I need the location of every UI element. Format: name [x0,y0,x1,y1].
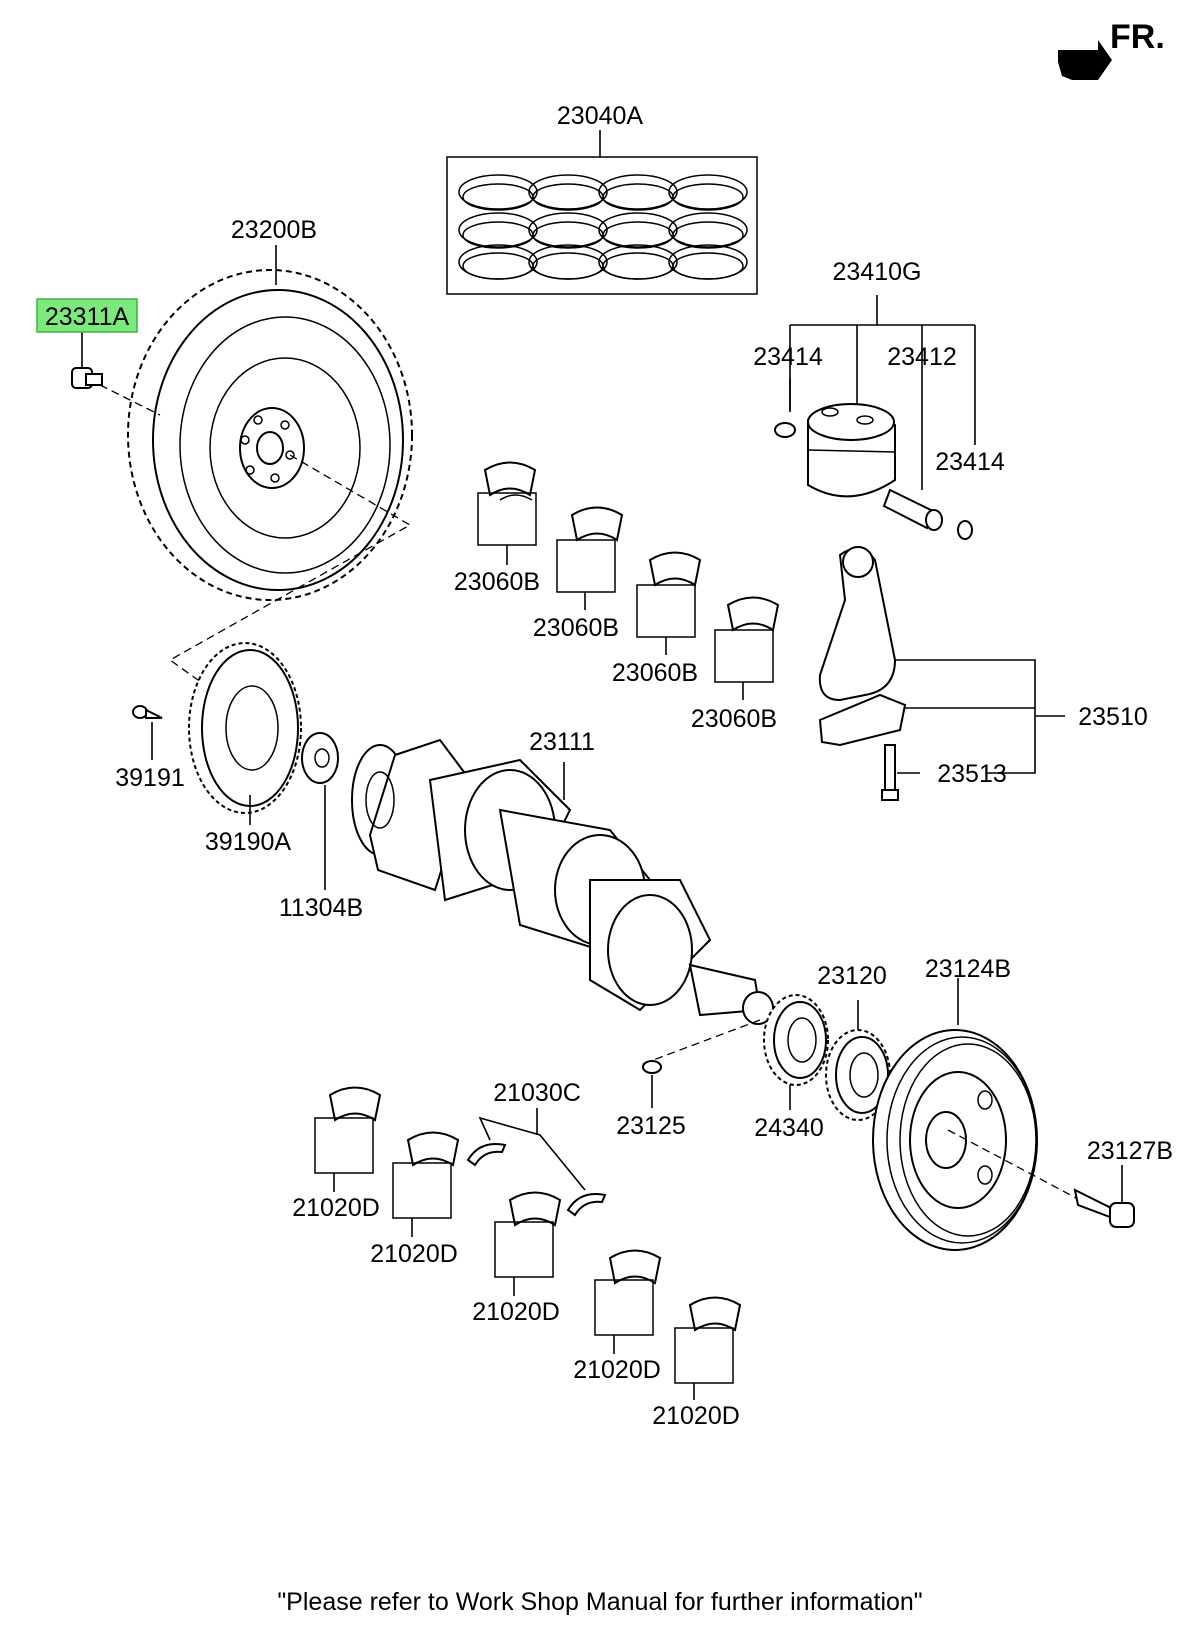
piston-ring-set [446,156,758,295]
part-label-21020D-5[interactable]: 21020D [652,1402,740,1430]
part-label-23510[interactable]: 23510 [1078,703,1148,731]
main-bearing-1 [314,1086,382,1174]
front-direction-label: FR. [1110,18,1165,56]
part-label-39191[interactable]: 39191 [115,764,185,792]
main-bearing-4 [594,1249,662,1336]
footer-note: "Please refer to Work Shop Manual for fu… [277,1588,923,1616]
main-bearing-5 [674,1296,742,1384]
part-label-39190A[interactable]: 39190A [205,828,292,856]
thrust-washers [466,1143,607,1217]
part-label-21020D-1[interactable]: 21020D [292,1194,380,1222]
part-label-21020D-3[interactable]: 21020D [472,1298,560,1326]
main-bearing-2 [392,1131,460,1219]
part-label-23127B[interactable]: 23127B [1087,1137,1173,1165]
damper-pulley [872,1029,1038,1251]
highlight-box [36,298,138,333]
woodruff-key [642,1060,662,1074]
part-label-23412[interactable]: 23412 [887,343,957,371]
crankshaft-spacer [301,732,339,784]
part-label-23200B[interactable]: 23200B [231,216,317,244]
crankshaft [351,738,774,1025]
connecting-rod [818,546,907,801]
crankshaft-sprocket [763,994,829,1086]
part-label-23040A[interactable]: 23040A [557,102,644,130]
part-label-23111[interactable]: 23111 [529,728,595,756]
part-label-23060B-4[interactable]: 23060B [691,705,777,733]
part-label-23513[interactable]: 23513 [937,760,1007,788]
part-label-23414-b[interactable]: 23414 [935,448,1005,476]
part-label-23060B-1[interactable]: 23060B [454,568,540,596]
flywheel [127,269,413,601]
part-label-23060B-2[interactable]: 23060B [533,614,619,642]
part-label-21020D-4[interactable]: 21020D [573,1356,661,1384]
piston-assembly [774,403,973,540]
target-wheel-screw [132,705,163,719]
part-label-23124B[interactable]: 23124B [925,955,1011,983]
conrod-bearing-2 [556,506,624,593]
part-label-23410G[interactable]: 23410G [833,258,922,286]
conrod-bearing-4 [714,596,780,683]
part-label-23311A[interactable]: 23311A [45,303,130,331]
part-label-24340[interactable]: 24340 [754,1114,824,1142]
oil-pump-sprocket [825,1029,891,1121]
part-label-23060B-3[interactable]: 23060B [612,659,698,687]
reluctor-ring [188,642,302,814]
part-label-23414-a[interactable]: 23414 [753,343,823,371]
part-label-23125[interactable]: 23125 [616,1112,686,1140]
part-label-21020D-2[interactable]: 21020D [370,1240,458,1268]
conrod-bearing-3 [636,551,702,638]
main-bearing-3 [494,1191,562,1278]
damper-pulley-bolt [1073,1188,1135,1228]
front-direction-arrow-icon [1058,40,1112,80]
part-label-23120[interactable]: 23120 [817,962,887,990]
conrod-bearing-1 [477,461,537,546]
flywheel-bolt [71,367,103,389]
part-label-11304B[interactable]: 11304B [279,894,363,922]
part-label-21030C[interactable]: 21030C [493,1079,581,1107]
